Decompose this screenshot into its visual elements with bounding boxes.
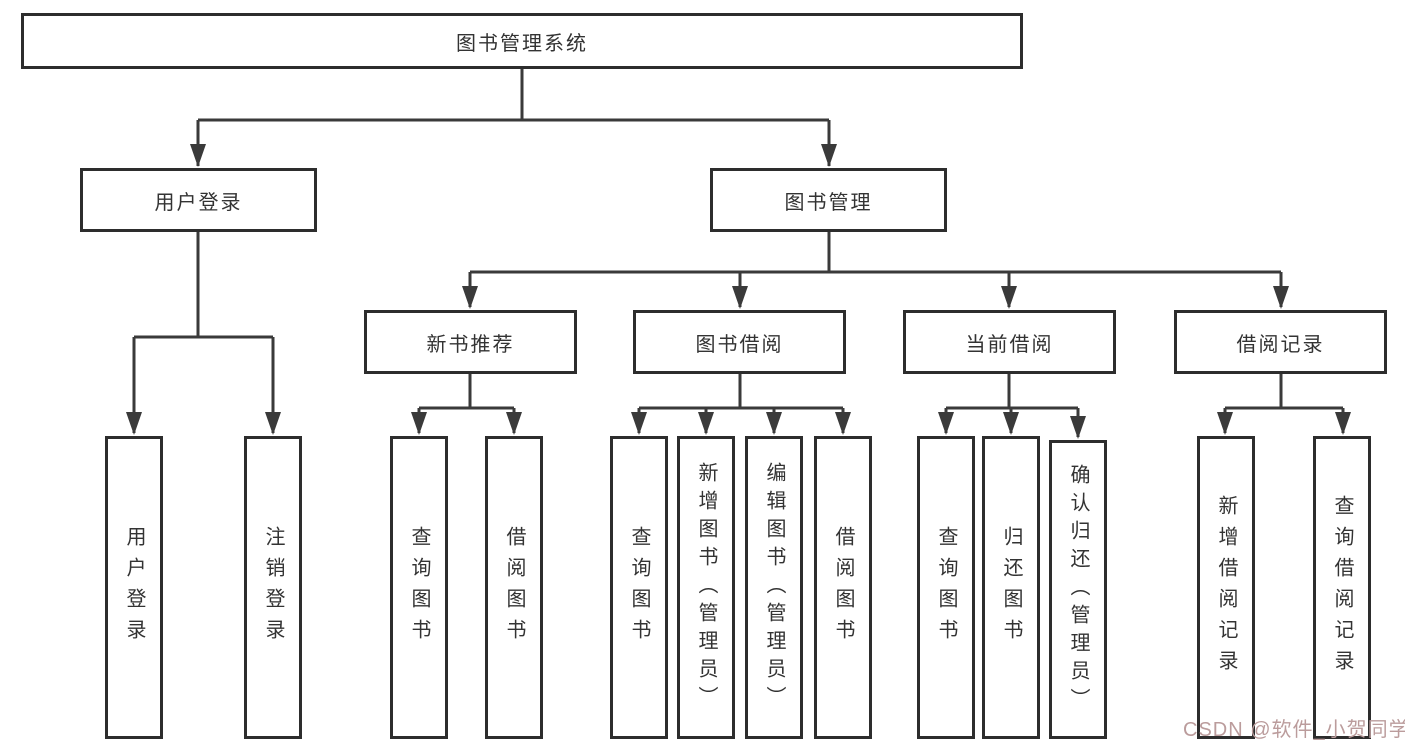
arrow-down-icon (1335, 412, 1351, 435)
arrow-down-icon (265, 412, 281, 435)
arrow-down-icon (462, 286, 478, 309)
node-current-borrow: 当前借阅 (903, 310, 1116, 374)
arrow-down-icon (506, 412, 522, 435)
leaf-return-books: 归还图书 (982, 436, 1040, 739)
connector-book-borrow (637, 374, 845, 433)
arrow-down-icon (732, 286, 748, 309)
node-book-management: 图书管理 (710, 168, 947, 232)
arrow-down-icon (1001, 286, 1017, 309)
arrow-down-icon (190, 144, 206, 167)
arrowhead-icons (126, 144, 1351, 439)
leaf-label: 借阅图书 (832, 525, 854, 650)
leaf-label: 查询借阅记录 (1331, 494, 1353, 681)
leaf-label: 注销登录 (262, 525, 284, 650)
node-user-login: 用户登录 (80, 168, 317, 232)
leaf-add-books-admin: 新增图书（管理员） (677, 436, 735, 739)
leaf-label: 查询图书 (408, 525, 430, 650)
leaf-borrow-books-recommend: 借阅图书 (485, 436, 543, 739)
connector-root (196, 69, 831, 166)
leaf-query-borrow-record: 查询借阅记录 (1313, 436, 1371, 739)
leaf-label: 用户登录 (123, 525, 145, 650)
arrow-down-icon (698, 412, 714, 435)
connector-user-login (132, 232, 275, 433)
arrow-down-icon (1003, 412, 1019, 435)
leaf-confirm-return-admin: 确认归还（管理员） (1049, 440, 1107, 739)
connector-borrow-records (1223, 374, 1345, 433)
arrow-down-icon (1070, 416, 1086, 439)
leaf-label: 借阅图书 (503, 525, 525, 650)
arrow-down-icon (938, 412, 954, 435)
leaf-label: 查询图书 (935, 525, 957, 650)
leaf-logout-login: 注销登录 (244, 436, 302, 739)
leaf-label: 归还图书 (1000, 525, 1022, 650)
leaf-label: 确认归还（管理员） (1067, 463, 1089, 716)
arrow-down-icon (766, 412, 782, 435)
arrow-down-icon (126, 412, 142, 435)
leaf-user-login: 用户登录 (105, 436, 163, 739)
leaf-add-borrow-record: 新增借阅记录 (1197, 436, 1255, 739)
leaf-query-books-current: 查询图书 (917, 436, 975, 739)
arrow-down-icon (835, 412, 851, 435)
arrow-down-icon (1217, 412, 1233, 435)
node-new-book-recommend: 新书推荐 (364, 310, 577, 374)
leaf-query-books-recommend: 查询图书 (390, 436, 448, 739)
arrow-down-icon (631, 412, 647, 435)
leaf-query-books-borrow: 查询图书 (610, 436, 668, 739)
leaf-label: 新增借阅记录 (1215, 494, 1237, 681)
leaf-label: 新增图书（管理员） (695, 461, 717, 714)
csdn-watermark: CSDN @软件_小贺同学 (1183, 719, 1405, 741)
node-library-management-system: 图书管理系统 (21, 13, 1023, 69)
node-borrow-records: 借阅记录 (1174, 310, 1387, 374)
arrow-down-icon (411, 412, 427, 435)
arrow-down-icon (1273, 286, 1289, 309)
node-book-borrow: 图书借阅 (633, 310, 846, 374)
leaf-borrow-books-borrow: 借阅图书 (814, 436, 872, 739)
arrow-down-icon (821, 144, 837, 167)
connector-new-book-recommend (417, 374, 516, 433)
leaf-label: 编辑图书（管理员） (763, 461, 785, 714)
connector-book-management (468, 232, 1283, 307)
leaf-label: 查询图书 (628, 525, 650, 650)
leaf-edit-books-admin: 编辑图书（管理员） (745, 436, 803, 739)
